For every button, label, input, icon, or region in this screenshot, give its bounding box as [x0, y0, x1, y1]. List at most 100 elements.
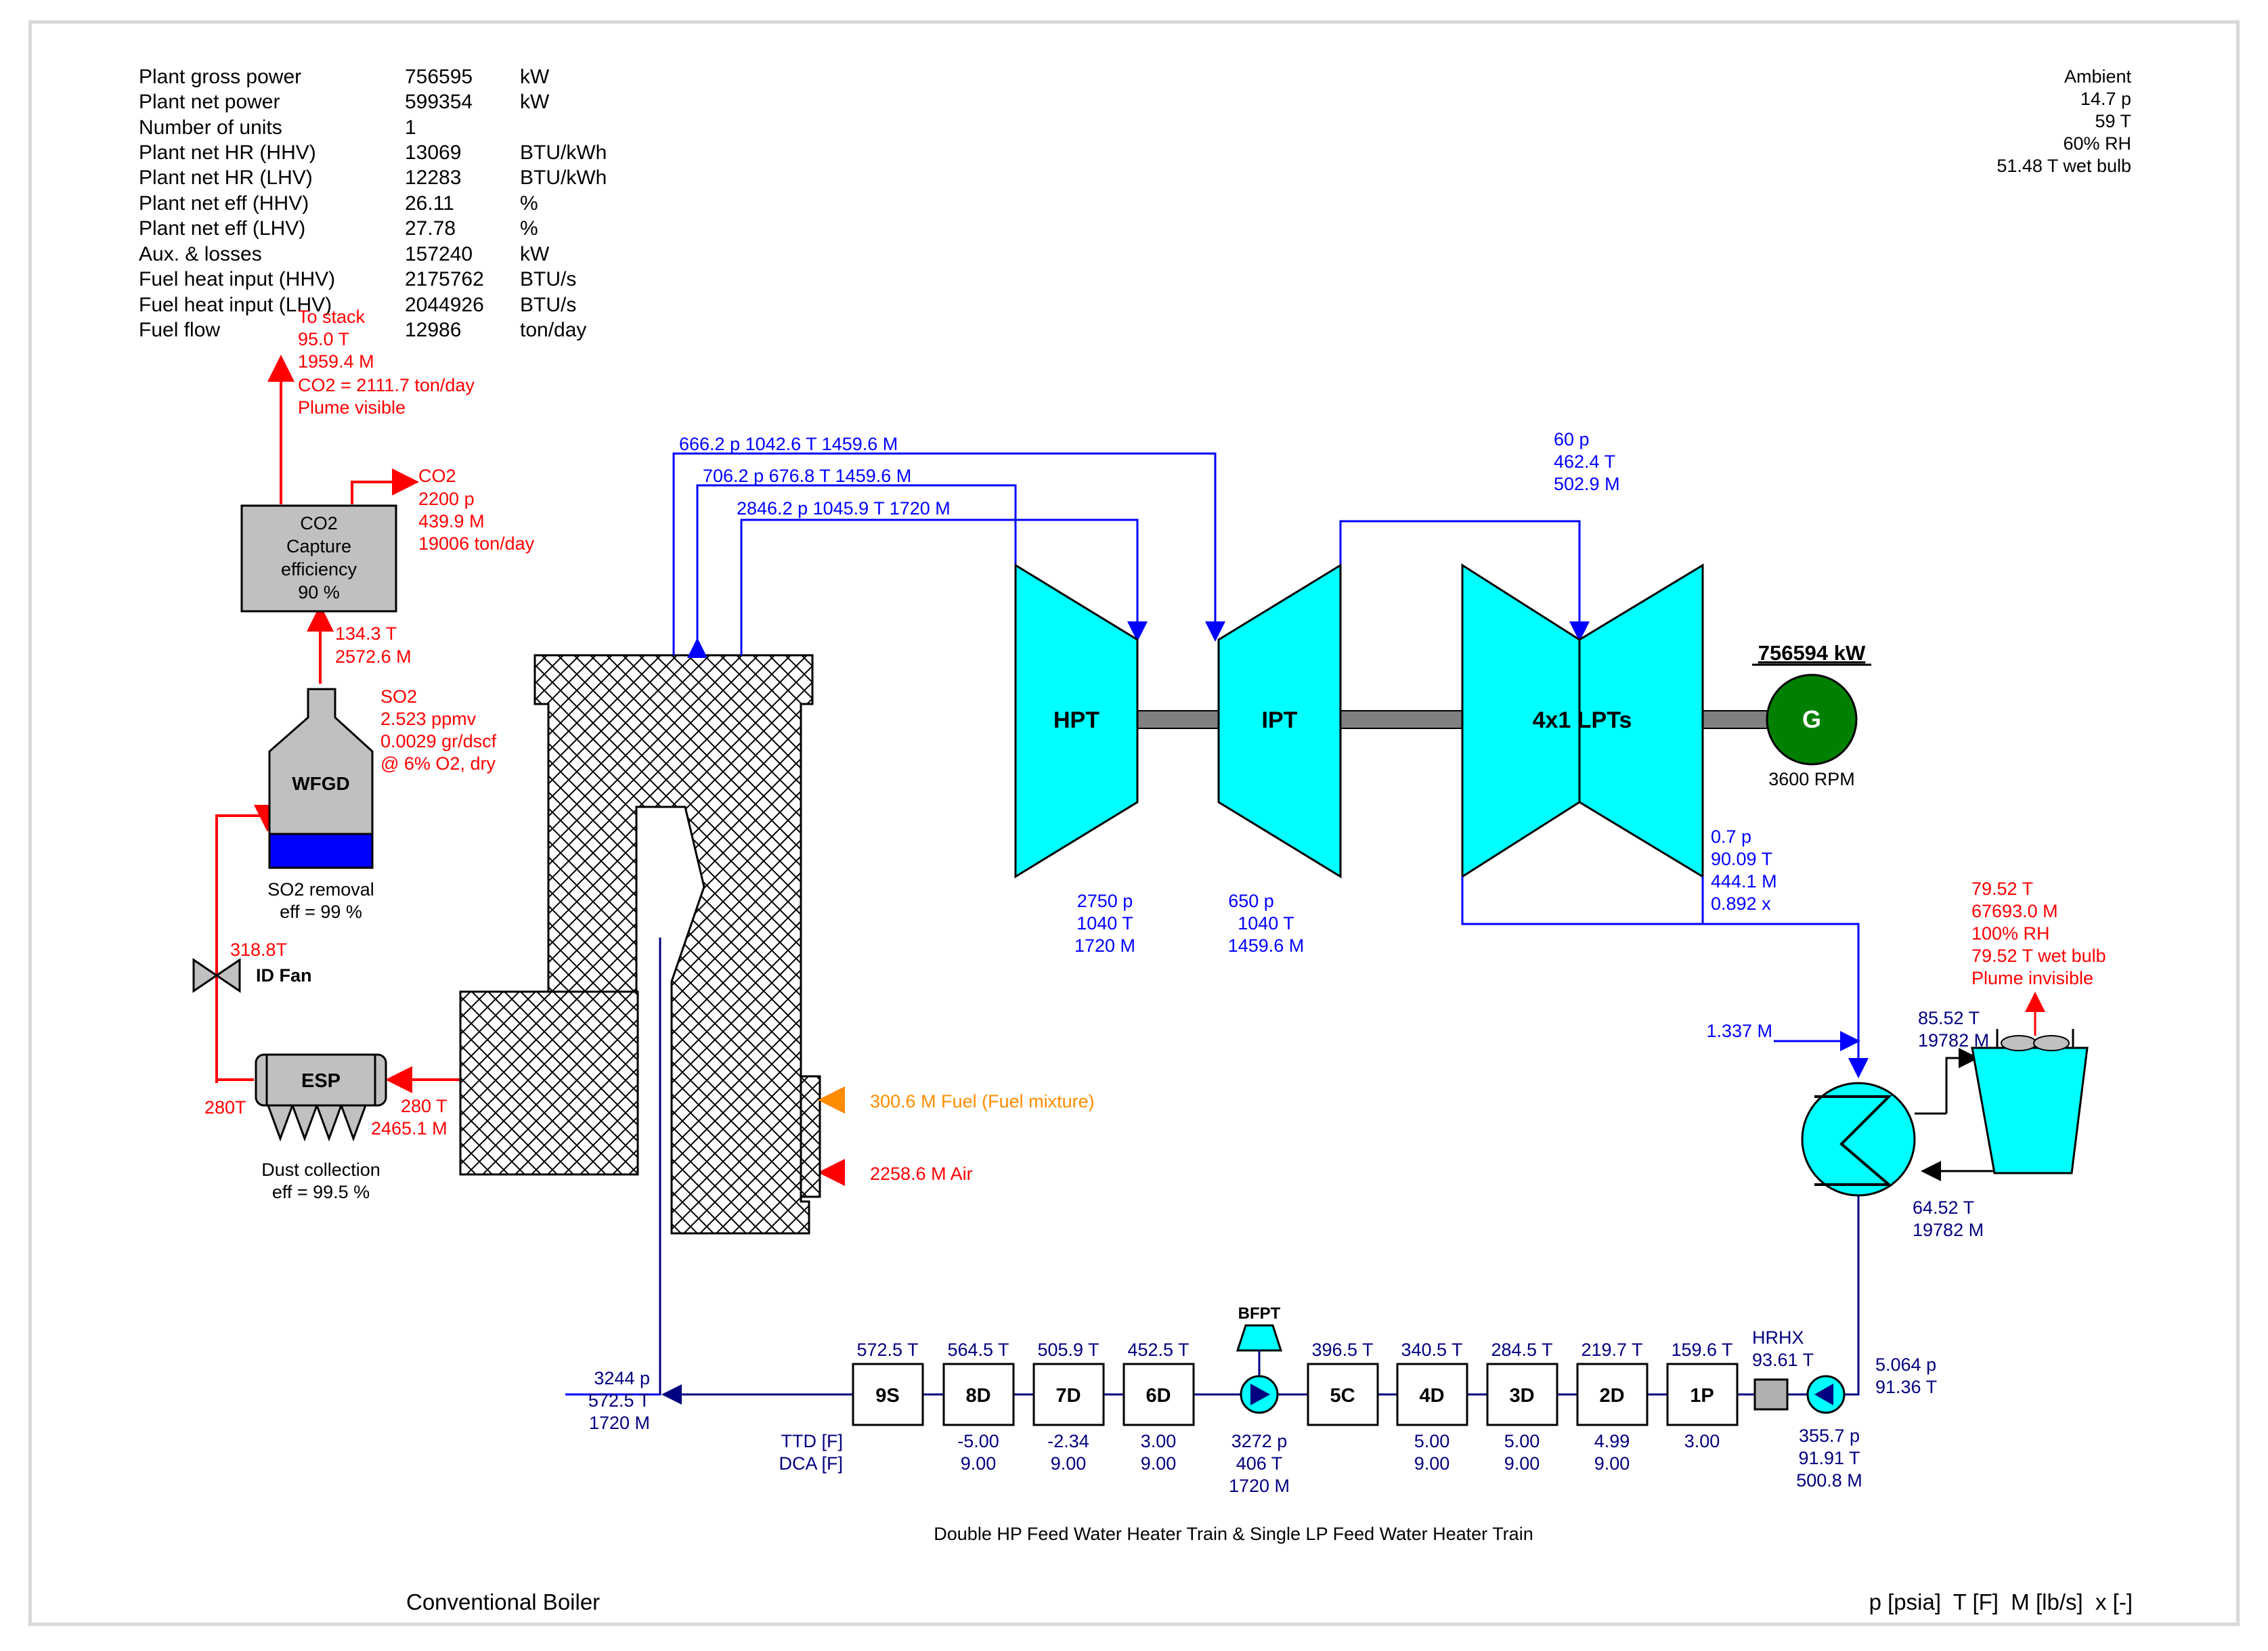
- summary-label: Plant gross power: [139, 66, 301, 88]
- summary-value: 1: [405, 116, 416, 139]
- generator-rpm: 3600 RPM: [1768, 769, 1855, 789]
- hpt-in-temp: 1040 T: [1076, 913, 1133, 933]
- summary-unit: BTU/s: [520, 294, 576, 316]
- cw-in-flow: 19782 M: [1918, 1030, 1989, 1051]
- tower-rh: 100% RH: [1971, 923, 2050, 944]
- ttd-label: TTD [F]: [781, 1431, 843, 1451]
- ambient-humidity: 60% RH: [2063, 133, 2131, 154]
- fw-out-flow: 1720 M: [589, 1413, 650, 1433]
- heater-temp: 396.5 T: [1311, 1340, 1373, 1360]
- generator-symbol: G: [1802, 705, 1821, 733]
- heater-ttd: 3.00: [1684, 1431, 1720, 1451]
- so2-ppmv: 2.523 ppmv: [380, 709, 477, 729]
- crossover-temp: 462.4 T: [1554, 452, 1615, 472]
- ambient-wet-bulb: 51.48 T wet bulb: [1997, 156, 2131, 176]
- summary-label: Plant net HR (HHV): [139, 141, 316, 164]
- summary-row: Fuel heat input (LHV) 2044926 BTU/s: [139, 294, 576, 316]
- lp-exhaust-flow: 444.1 M: [1711, 871, 1777, 891]
- id-fan-label: ID Fan: [256, 965, 312, 986]
- tower-wet-bulb: 79.52 T wet bulb: [1971, 946, 2106, 966]
- bfp-out-labels: 3272 p 406 T 1720 M: [1229, 1431, 1290, 1496]
- summary-value: 12283: [405, 167, 461, 189]
- flue-gas-lines: [215, 355, 845, 1186]
- heater-temp: 452.5 T: [1127, 1340, 1189, 1360]
- summary-unit: %: [520, 217, 538, 240]
- heater-ttd: -2.34: [1047, 1431, 1089, 1451]
- summary-unit: ton/day: [520, 319, 586, 341]
- stack-co2: CO2 = 2111.7 ton/day: [298, 375, 475, 395]
- pump-out-labels: 355.7 p 91.91 T 500.8 M: [1796, 1426, 1862, 1491]
- cw-out-labels: 64.52 T 19782 M: [1913, 1197, 1984, 1240]
- dca-label: DCA [F]: [779, 1453, 843, 1474]
- tower-plume: Plume invisible: [1971, 968, 2093, 988]
- heater-temp: 564.5 T: [947, 1340, 1009, 1360]
- summary-value: 2044926: [405, 294, 484, 316]
- cw-out-temp: 64.52 T: [1913, 1197, 1974, 1218]
- summary-value: 13069: [405, 141, 461, 164]
- id-fan-temp: 318.8T: [230, 940, 287, 960]
- steam-line-labels: 666.2 p 1042.6 T 1459.6 M 706.2 p 676.8 …: [679, 434, 951, 519]
- summary-label: Plant net eff (HHV): [139, 192, 309, 215]
- cw-in-temp: 85.52 T: [1918, 1008, 1980, 1028]
- co2-box-line: 90 %: [298, 582, 340, 602]
- heater-dca: 9.00: [1504, 1453, 1540, 1474]
- heater-1p: 1P 159.6 T 3.00: [1666, 1340, 1739, 1451]
- heater-3d: 3D 284.5 T 5.00 9.00: [1486, 1340, 1558, 1474]
- ipt-inlet-labels: 650 p 1040 T 1459.6 M: [1228, 891, 1305, 956]
- stack-labels: To stack 95.0 T 1959.4 M CO2 = 2111.7 to…: [298, 307, 475, 418]
- summary-label: Plant net HR (LHV): [139, 167, 313, 189]
- stack-plume: Plume visible: [298, 397, 406, 418]
- co2-output-labels: CO2 2200 p 439.9 M 19006 ton/day: [418, 466, 535, 554]
- ambient-title: Ambient: [2064, 66, 2132, 87]
- summary-unit: BTU/s: [520, 268, 576, 290]
- co2-box-line: Capture: [286, 536, 351, 556]
- heater-temp: 340.5 T: [1401, 1340, 1462, 1360]
- summary-unit: %: [520, 192, 538, 215]
- hpt-inlet-labels: 2750 p 1040 T 1720 M: [1074, 891, 1135, 956]
- wfgd-out-temp: 134.3 T: [335, 623, 397, 644]
- summary-value: 599354: [405, 91, 473, 113]
- summary-row: Plant gross power 756595 kW: [139, 66, 550, 88]
- summary-row: Plant net HR (LHV) 12283 BTU/kWh: [139, 167, 607, 189]
- hrhx-unit: [1753, 1378, 1789, 1411]
- bfpt-turbine-icon: BFPT: [1236, 1304, 1283, 1376]
- summary-value: 12986: [405, 319, 461, 341]
- summary-row: Fuel flow 12986 ton/day: [139, 319, 586, 341]
- ambient-pressure: 14.7 p: [2080, 89, 2131, 109]
- cond-pump-temp: 91.36 T: [1875, 1377, 1937, 1397]
- lpt-label: 4x1 LPTs: [1533, 707, 1632, 733]
- lp-exhaust-line: [1461, 877, 1869, 1078]
- boiler-feed-pump-icon: [1240, 1375, 1279, 1414]
- ipt-label: IPT: [1262, 707, 1298, 733]
- heater-name: 8D: [965, 1385, 990, 1407]
- air-inlet-label: 2258.6 M Air: [870, 1164, 973, 1184]
- bfp-pressure: 3272 p: [1231, 1431, 1288, 1451]
- co2-out-flow: 439.9 M: [418, 511, 485, 531]
- lp-exhaust-temp: 90.09 T: [1711, 849, 1772, 869]
- turbine-shaft: [1137, 710, 1771, 729]
- heater-ttd: 5.00: [1504, 1431, 1540, 1451]
- heater-temp: 284.5 T: [1491, 1340, 1552, 1360]
- summary-row: Number of units 1: [139, 116, 416, 139]
- heater-dca: 9.00: [1594, 1453, 1630, 1474]
- heater-dca: 9.00: [961, 1453, 997, 1474]
- diagram-frame: [28, 20, 2240, 1626]
- heater-dca: 9.00: [1414, 1453, 1450, 1474]
- summary-label: Fuel flow: [139, 319, 220, 341]
- steam-line-2-label: 706.2 p 676.8 T 1459.6 M: [703, 466, 911, 486]
- cooling-tower: [1971, 992, 2089, 1174]
- ipt-in-flow: 1459.6 M: [1228, 935, 1305, 956]
- heater-temp: 159.6 T: [1671, 1340, 1732, 1360]
- heater-7d: 7D 505.9 T -2.34 9.00: [1032, 1340, 1105, 1474]
- ambient-temperature: 59 T: [2095, 111, 2131, 131]
- crossover-pressure: 60 p: [1554, 429, 1590, 449]
- summary-label: Number of units: [139, 116, 282, 139]
- pump-out-flow: 500.8 M: [1796, 1470, 1862, 1491]
- dust-eff: eff = 99.5 %: [272, 1182, 370, 1202]
- plant-summary-table: Plant gross power 756595 kW Plant net po…: [139, 66, 607, 341]
- co2-box-line: efficiency: [281, 559, 357, 579]
- feedwater-out-labels: 3244 p 572.5 T 1720 M: [588, 1368, 650, 1433]
- heater-9s: 9S 572.5 T: [852, 1340, 924, 1426]
- boiler-caption: Conventional Boiler: [406, 1589, 600, 1614]
- heater-ttd: 5.00: [1414, 1431, 1450, 1451]
